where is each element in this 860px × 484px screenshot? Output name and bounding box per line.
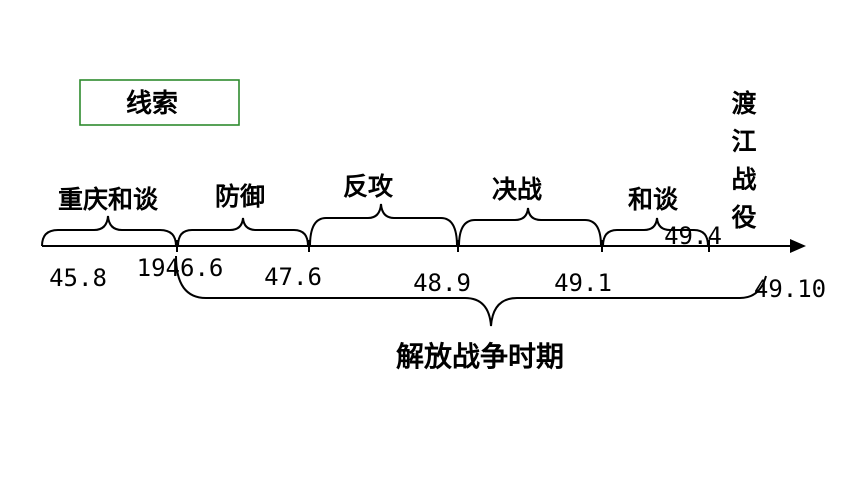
stage-label-chongqing-talks: 重庆和谈	[58, 185, 159, 214]
title-box	[79, 79, 240, 126]
brace-peace-talks	[602, 217, 709, 247]
brace-liberation-war-period	[175, 255, 767, 327]
brace-decisive-battle	[458, 207, 602, 247]
date-label-48-9: 48.9	[413, 269, 471, 297]
date-label-49-1: 49.1	[554, 269, 612, 297]
vertical-label-char-3: 战	[731, 165, 756, 194]
date-label-47-6: 47.6	[264, 263, 322, 291]
brace-counterattack	[309, 203, 458, 247]
stage-label-decisive-battle: 决战	[492, 175, 542, 204]
stage-label-defense: 防御	[215, 182, 265, 211]
vertical-label-char-2: 江	[731, 127, 756, 156]
date-label-49-4: 49.4	[664, 222, 722, 250]
brace-chongqing-talks	[41, 215, 177, 247]
title-label: 线索	[126, 89, 178, 119]
vertical-label-char-1: 渡	[731, 89, 757, 118]
period-label: 解放战争时期	[396, 340, 564, 373]
vertical-label-char-4: 役	[731, 203, 756, 232]
date-label-1946-6: 1946.6	[137, 254, 224, 282]
date-label-45-8: 45.8	[49, 264, 107, 292]
brace-defense	[177, 217, 309, 247]
stage-label-counterattack: 反攻	[343, 172, 394, 201]
stage-label-peace-talks: 和谈	[628, 185, 679, 214]
date-label-49-10: 49.10	[754, 275, 826, 303]
timeline-arrowhead	[790, 239, 806, 253]
